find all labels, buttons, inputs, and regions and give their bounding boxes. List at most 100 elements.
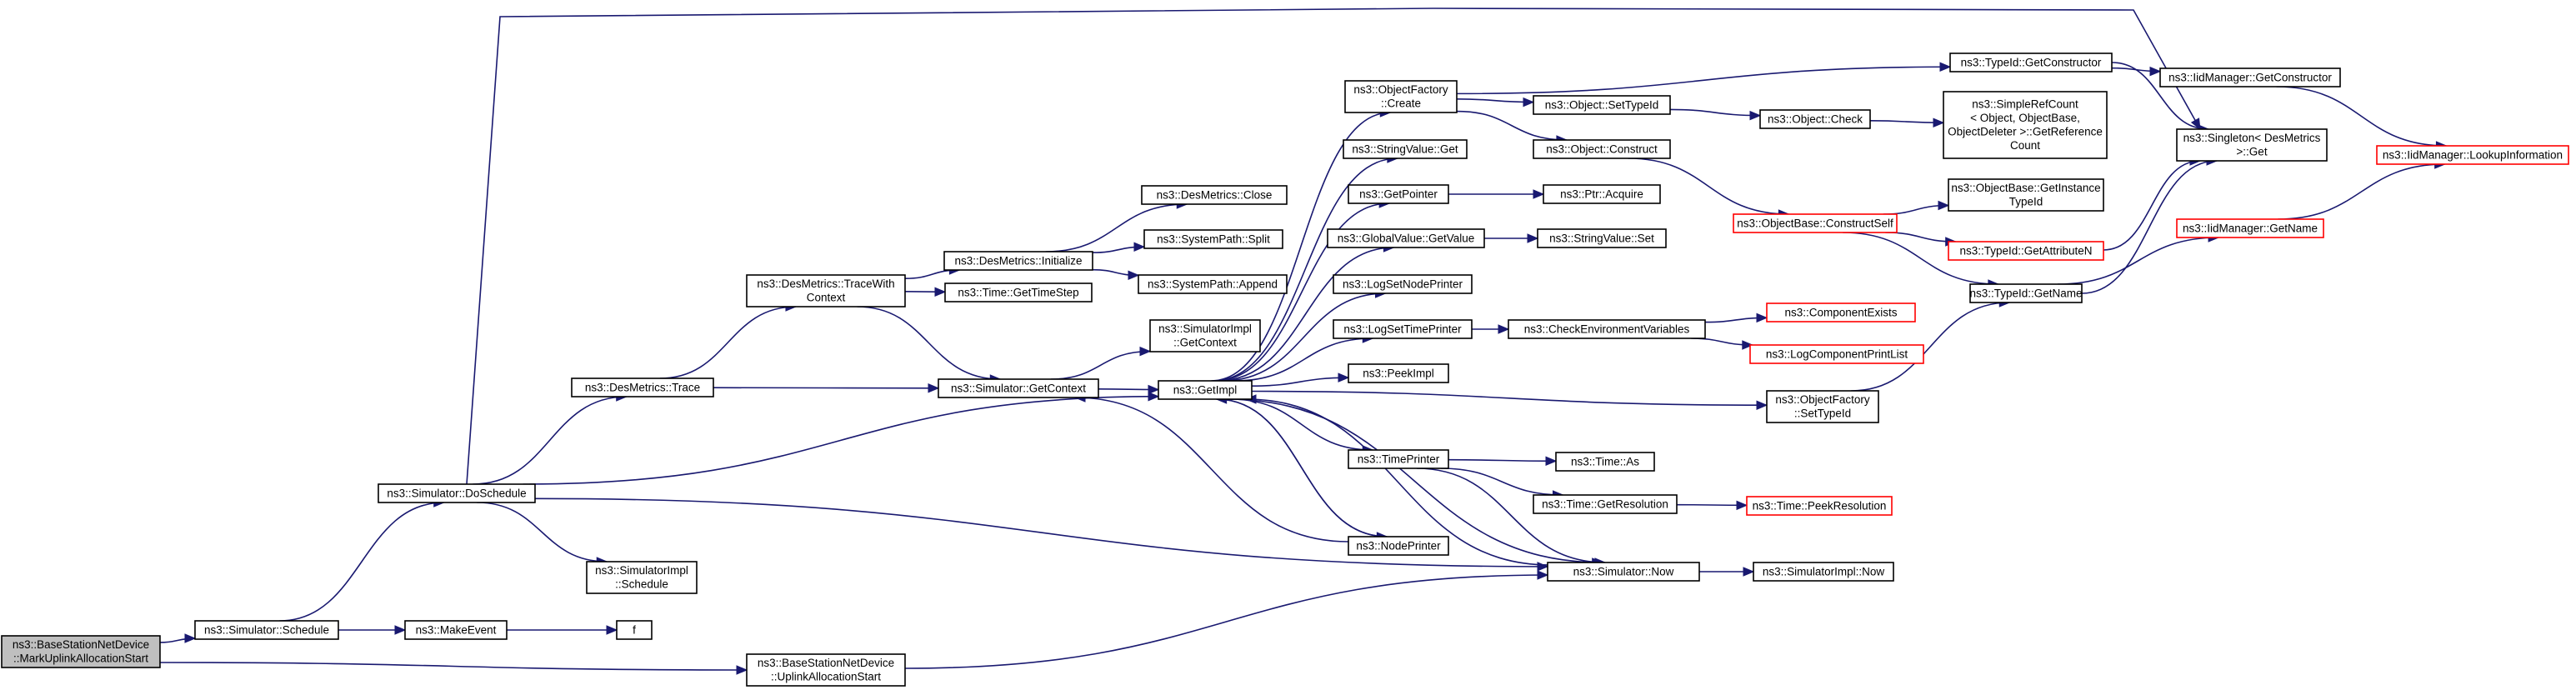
node-log-settimeprinter[interactable]: ns3::LogSetTimePrinter	[1333, 319, 1473, 339]
node-label-line: ns3::Time::GetResolution	[1542, 498, 1668, 510]
edge-sim_schedule-to-make_event	[338, 625, 407, 635]
node-box	[1746, 496, 1893, 516]
node-box	[1333, 319, 1473, 339]
node-component-exists[interactable]: ns3::ComponentExists	[1766, 302, 1916, 322]
edge-check_env-to-logcomp_printlist	[1691, 338, 1754, 350]
node-getpointer[interactable]: ns3::GetPointer	[1348, 184, 1449, 204]
node-time-as[interactable]: ns3::Time::As	[1555, 452, 1655, 472]
node-box	[2176, 128, 2328, 162]
node-simimpl-schedule[interactable]: ns3::SimulatorImpl::Schedule	[586, 561, 698, 594]
edge-objfactory_create-to-object_settypeid	[1456, 97, 1535, 108]
node-sim-now[interactable]: ns3::Simulator::Now	[1547, 562, 1700, 582]
node-objbase-constructself[interactable]: ns3::ObjectBase::ConstructSelf	[1733, 213, 1898, 233]
edge-object_settypeid-to-object_check	[1669, 108, 1762, 121]
node-box	[1533, 494, 1678, 514]
node-label-line: ns3::DesMetrics::Trace	[585, 381, 700, 393]
node-check-env[interactable]: ns3::CheckEnvironmentVariables	[1508, 319, 1706, 339]
node-box	[1508, 319, 1706, 339]
node-box	[1, 635, 161, 668]
node-timeprinter[interactable]: ns3::TimePrinter	[1348, 449, 1449, 469]
edge-do_schedule-to-singleton_get	[466, 8, 2201, 485]
node-label-line: ns3::MakeEvent	[416, 623, 497, 636]
node-f[interactable]: f	[616, 620, 653, 640]
node-objfactory-create[interactable]: ns3::ObjectFactory::Create	[1344, 80, 1458, 113]
node-peekimpl[interactable]: ns3::PeekImpl	[1348, 363, 1449, 383]
edge-getimpl-to-nodeprinter	[1216, 398, 1388, 542]
node-box	[1749, 344, 1924, 364]
node-des-close[interactable]: ns3::DesMetrics::Close	[1141, 185, 1288, 205]
node-label-line: Context	[807, 292, 846, 304]
node-label-line: ns3::CheckEnvironmentVariables	[1524, 322, 1690, 335]
edge-object_check-to-simplerefcount	[1869, 118, 1945, 128]
node-globalvalue-getvalue[interactable]: ns3::GlobalValue::GetValue	[1327, 228, 1485, 248]
node-box	[571, 378, 714, 398]
node-syspath-append[interactable]: ns3::SystemPath::Append	[1138, 274, 1288, 294]
node-box	[1949, 52, 2113, 72]
node-label-line: ::GetContext	[1173, 337, 1237, 349]
node-sim-schedule[interactable]: ns3::Simulator::Schedule	[194, 620, 339, 640]
node-box	[378, 483, 536, 503]
node-label-line: Count	[2010, 139, 2040, 152]
node-box	[404, 620, 508, 640]
node-singleton-get[interactable]: ns3::Singleton< DesMetrics >::Get	[2176, 128, 2328, 162]
node-time-getres[interactable]: ns3::Time::GetResolution	[1533, 494, 1678, 514]
node-object-check[interactable]: ns3::Object::Check	[1759, 109, 1871, 129]
node-iidmgr-getconstructor[interactable]: ns3::IidManager::GetConstructor	[2159, 68, 2341, 88]
node-typeid-getattributen[interactable]: ns3::TypeId::GetAttributeN	[1948, 241, 2104, 261]
node-typeid-getconstructor[interactable]: ns3::TypeId::GetConstructor	[1949, 52, 2113, 72]
node-uplink-alloc[interactable]: ns3::BaseStationNetDevice::UplinkAllocat…	[746, 653, 906, 687]
edge-typeid_getconstructor-to-iidmgr_getconstructor	[2111, 66, 2162, 77]
edge-getpointer-to-ptr_acquire	[1448, 189, 1545, 199]
nodes-layer: ns3::BaseStationNetDevice::MarkUplinkAll…	[1, 52, 2569, 687]
node-label-line: f	[633, 623, 636, 636]
edge-time_getres-to-time_peekres	[1676, 500, 1748, 511]
edge-des_trace-to-sim_getcontext	[713, 383, 940, 393]
node-do-schedule[interactable]: ns3::Simulator::DoSchedule	[378, 483, 536, 503]
node-nodeprinter[interactable]: ns3::NodePrinter	[1348, 536, 1449, 556]
node-syspath-split[interactable]: ns3::SystemPath::Split	[1143, 229, 1283, 249]
node-getimpl[interactable]: ns3::GetImpl	[1158, 380, 1253, 400]
node-label-line: ns3::StringValue::Get	[1352, 142, 1458, 155]
node-root[interactable]: ns3::BaseStationNetDevice::MarkUplinkAll…	[1, 635, 161, 668]
node-sim-getcontext[interactable]: ns3::Simulator::GetContext	[938, 378, 1099, 398]
node-box	[2159, 68, 2341, 88]
node-label-line: < Object, ObjectBase,	[1970, 112, 2080, 124]
edge-des_initialize-to-syspath_append	[1092, 268, 1140, 281]
node-des-initialize[interactable]: ns3::DesMetrics::Initialize	[943, 251, 1093, 271]
node-logcomp-printlist[interactable]: ns3::LogComponentPrintList	[1749, 344, 1924, 364]
node-iidmgr-getname[interactable]: ns3::IidManager::GetName	[2176, 218, 2324, 238]
node-box	[1348, 536, 1449, 556]
edge-globalvalue_getvalue-to-stringvalue_set	[1483, 233, 1539, 243]
node-simimpl-now[interactable]: ns3::SimulatorImpl::Now	[1753, 562, 1894, 582]
edge-root-to-sim_schedule	[159, 633, 197, 643]
node-label-line: TypeId	[2009, 196, 2043, 208]
node-label-line: ns3::GetImpl	[1173, 383, 1238, 396]
node-iidmgr-lookupinfo[interactable]: ns3::IidManager::LookupInformation	[2376, 145, 2569, 165]
edge-timeprinter-to-time_as	[1448, 456, 1558, 467]
node-time-getts[interactable]: ns3::Time::GetTimeStep	[944, 282, 1093, 302]
edge-getimpl-to-peekimpl	[1251, 372, 1350, 387]
edge-getimpl-to-globalvalue_getvalue	[1217, 242, 1395, 382]
node-box	[1348, 363, 1449, 383]
node-make-event[interactable]: ns3::MakeEvent	[404, 620, 508, 640]
node-box	[1141, 185, 1288, 205]
node-objfactory-settypeid[interactable]: ns3::ObjectFactory::SetTypeId	[1766, 390, 1879, 423]
node-box	[1948, 178, 2104, 212]
node-label-line: ns3::StringValue::Set	[1549, 232, 1654, 244]
node-des-trace[interactable]: ns3::DesMetrics::Trace	[571, 378, 714, 398]
node-stringvalue-get[interactable]: ns3::StringValue::Get	[1343, 139, 1468, 159]
node-object-construct[interactable]: ns3::Object::Construct	[1533, 139, 1671, 159]
node-box	[1143, 229, 1283, 249]
node-stringvalue-set[interactable]: ns3::StringValue::Set	[1537, 228, 1667, 248]
node-simplerefcount[interactable]: ns3::SimpleRefCount< Object, ObjectBase,…	[1943, 91, 2108, 159]
node-ptr-acquire[interactable]: ns3::Ptr::Acquire	[1543, 184, 1661, 204]
node-box	[943, 251, 1093, 271]
node-simimpl-getcontext[interactable]: ns3::SimulatorImpl::GetContext	[1149, 319, 1261, 352]
node-object-settypeid[interactable]: ns3::Object::SetTypeId	[1533, 95, 1671, 115]
node-box	[1537, 228, 1667, 248]
node-time-peekres[interactable]: ns3::Time::PeekResolution	[1746, 496, 1893, 516]
node-log-setnodeprinter[interactable]: ns3::LogSetNodePrinter	[1333, 274, 1473, 294]
node-typeid-getname[interactable]: ns3::TypeId::GetName	[1969, 283, 2083, 303]
